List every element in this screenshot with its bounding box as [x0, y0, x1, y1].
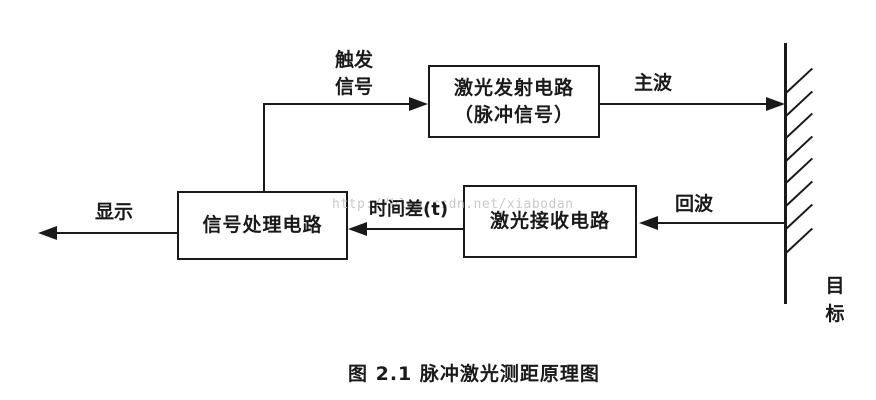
time-diff-arrowhead-icon — [348, 222, 367, 236]
echo-line — [656, 222, 785, 224]
signal-processor-box: 信号处理电路 — [177, 191, 348, 260]
laser-emitter-box-line1: 激光发射电路 — [453, 76, 574, 99]
time-diff-label: 时间差(t) — [369, 199, 449, 220]
target-label: 目 标 — [820, 272, 850, 328]
target-label-line2: 标 — [825, 303, 845, 325]
wall-hatch-mark — [785, 227, 814, 254]
trigger-signal-label: 触发 信号 — [326, 47, 382, 101]
time-diff-line — [365, 228, 463, 230]
trigger-connector-horizontal-line — [263, 103, 410, 105]
target-wall-line — [784, 43, 787, 304]
main-wave-label: 主波 — [634, 72, 673, 94]
echo-arrowhead-icon — [639, 216, 658, 230]
wall-hatch-mark — [785, 112, 814, 139]
wall-hatch-mark — [785, 157, 814, 184]
trigger-arrowhead-icon — [409, 97, 428, 111]
display-line — [55, 232, 177, 234]
display-arrowhead-icon — [38, 226, 57, 240]
laser-emitter-box-line2: （脉冲信号） — [453, 103, 574, 126]
wall-hatch-mark — [785, 135, 814, 162]
display-label: 显示 — [95, 201, 134, 223]
watermark-text: http://blog.csdn.net/xiabodan — [332, 197, 574, 212]
target-label-line1: 目 — [825, 275, 845, 297]
trigger-connector-vertical-line — [263, 103, 265, 191]
trigger-signal-label-line2: 信号 — [334, 76, 373, 98]
wall-hatch-mark — [785, 90, 814, 117]
signal-processor-box-label: 信号处理电路 — [202, 214, 323, 236]
figure-caption: 图 2.1 脉冲激光测距原理图 — [348, 363, 600, 385]
laser-receiver-box: 激光接收电路 — [463, 185, 637, 258]
main-wave-line — [600, 103, 767, 105]
wall-hatch-mark — [785, 67, 814, 94]
wall-hatch-mark — [785, 180, 814, 207]
main-wave-arrowhead-icon — [766, 97, 785, 111]
laser-receiver-box-label: 激光接收电路 — [489, 210, 610, 232]
echo-label: 回波 — [675, 193, 714, 215]
trigger-signal-label-line1: 触发 — [334, 49, 373, 71]
laser-emitter-box: 激光发射电路 （脉冲信号） — [428, 65, 600, 138]
wall-hatch-mark — [785, 203, 814, 230]
